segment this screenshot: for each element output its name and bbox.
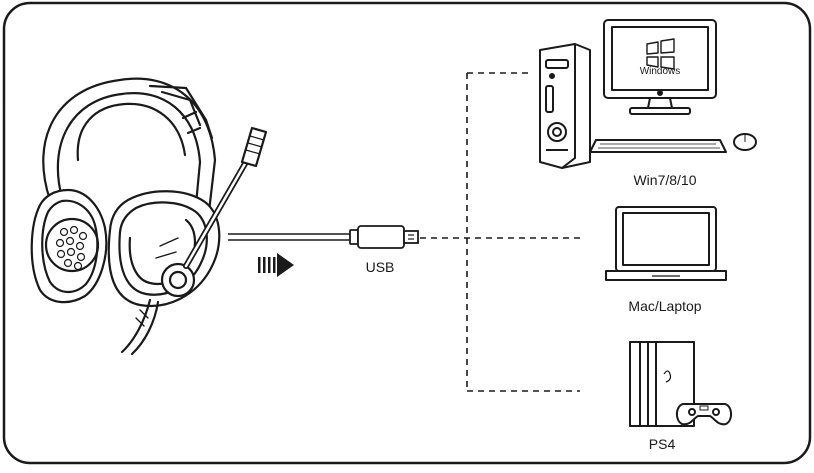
gaming-headset-icon bbox=[30, 77, 268, 356]
usb-cable bbox=[228, 233, 350, 241]
device-label-laptop: Mac/Laptop bbox=[628, 298, 702, 314]
device-label-console: PS4 bbox=[648, 436, 676, 452]
gamepad-icon bbox=[676, 403, 732, 426]
desktop-pc-icon bbox=[539, 19, 757, 169]
game-console-icon bbox=[629, 341, 732, 427]
windows-brand-text: Windows bbox=[639, 66, 681, 77]
laptop-icon bbox=[605, 206, 727, 281]
windows-logo-icon bbox=[646, 38, 675, 70]
device-label-pc: Win7/8/10 bbox=[633, 172, 697, 188]
usb-plug-icon bbox=[349, 225, 419, 249]
diagram-border bbox=[2, 1, 812, 465]
connector-label-usb: USB bbox=[365, 259, 395, 275]
connection-lines bbox=[420, 72, 580, 392]
direction-arrow-icon bbox=[258, 253, 294, 277]
